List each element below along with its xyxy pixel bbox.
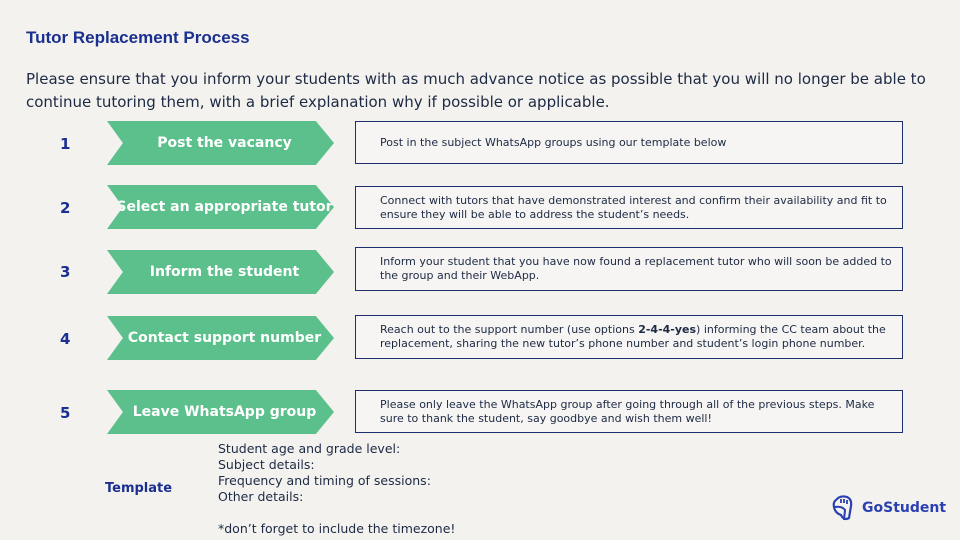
step-chevron: Post the vacancy bbox=[107, 121, 334, 165]
step-description: Connect with tutors that have demonstrat… bbox=[355, 186, 903, 229]
step-number: 2 bbox=[60, 199, 71, 217]
desc-text: Reach out to the support number (use opt… bbox=[380, 323, 639, 336]
step-chevron: Inform the student bbox=[107, 250, 334, 294]
step-number: 4 bbox=[60, 330, 71, 348]
page-title: Tutor Replacement Process bbox=[26, 28, 250, 47]
step-chevron: Leave WhatsApp group bbox=[107, 390, 334, 434]
desc-text: ) informing the CC team about the replac… bbox=[380, 323, 886, 350]
step-description: Please only leave the WhatsApp group aft… bbox=[355, 390, 903, 433]
gostudent-logo-icon bbox=[832, 495, 853, 521]
step-description: Reach out to the support number (use opt… bbox=[355, 315, 903, 359]
gostudent-logo: GoStudent bbox=[832, 494, 946, 522]
template-line: *don’t forget to include the timezone! bbox=[218, 521, 456, 536]
step-description: Post in the subject WhatsApp groups usin… bbox=[355, 121, 903, 164]
logo-text: GoStudent bbox=[862, 500, 947, 516]
support-options: 2-4-4-yes bbox=[638, 323, 697, 336]
step-description: Inform your student that you have now fo… bbox=[355, 247, 903, 291]
template-lines: Student age and grade level: Subject det… bbox=[218, 441, 455, 537]
template-line: Subject details: bbox=[218, 457, 315, 472]
step-chevron: Contact support number bbox=[107, 316, 334, 360]
template-line: Other details: bbox=[218, 489, 304, 504]
intro-text: Please ensure that you inform your stude… bbox=[26, 70, 926, 111]
step-number: 3 bbox=[60, 263, 71, 281]
template-label: Template bbox=[105, 481, 173, 496]
step-chevron: Select an appropriate tutor bbox=[107, 185, 334, 229]
template-line bbox=[218, 505, 455, 521]
template-line: Student age and grade level: bbox=[218, 441, 401, 456]
template-line: Frequency and timing of sessions: bbox=[218, 473, 431, 488]
step-number: 5 bbox=[60, 404, 71, 422]
step-number: 1 bbox=[60, 135, 71, 153]
